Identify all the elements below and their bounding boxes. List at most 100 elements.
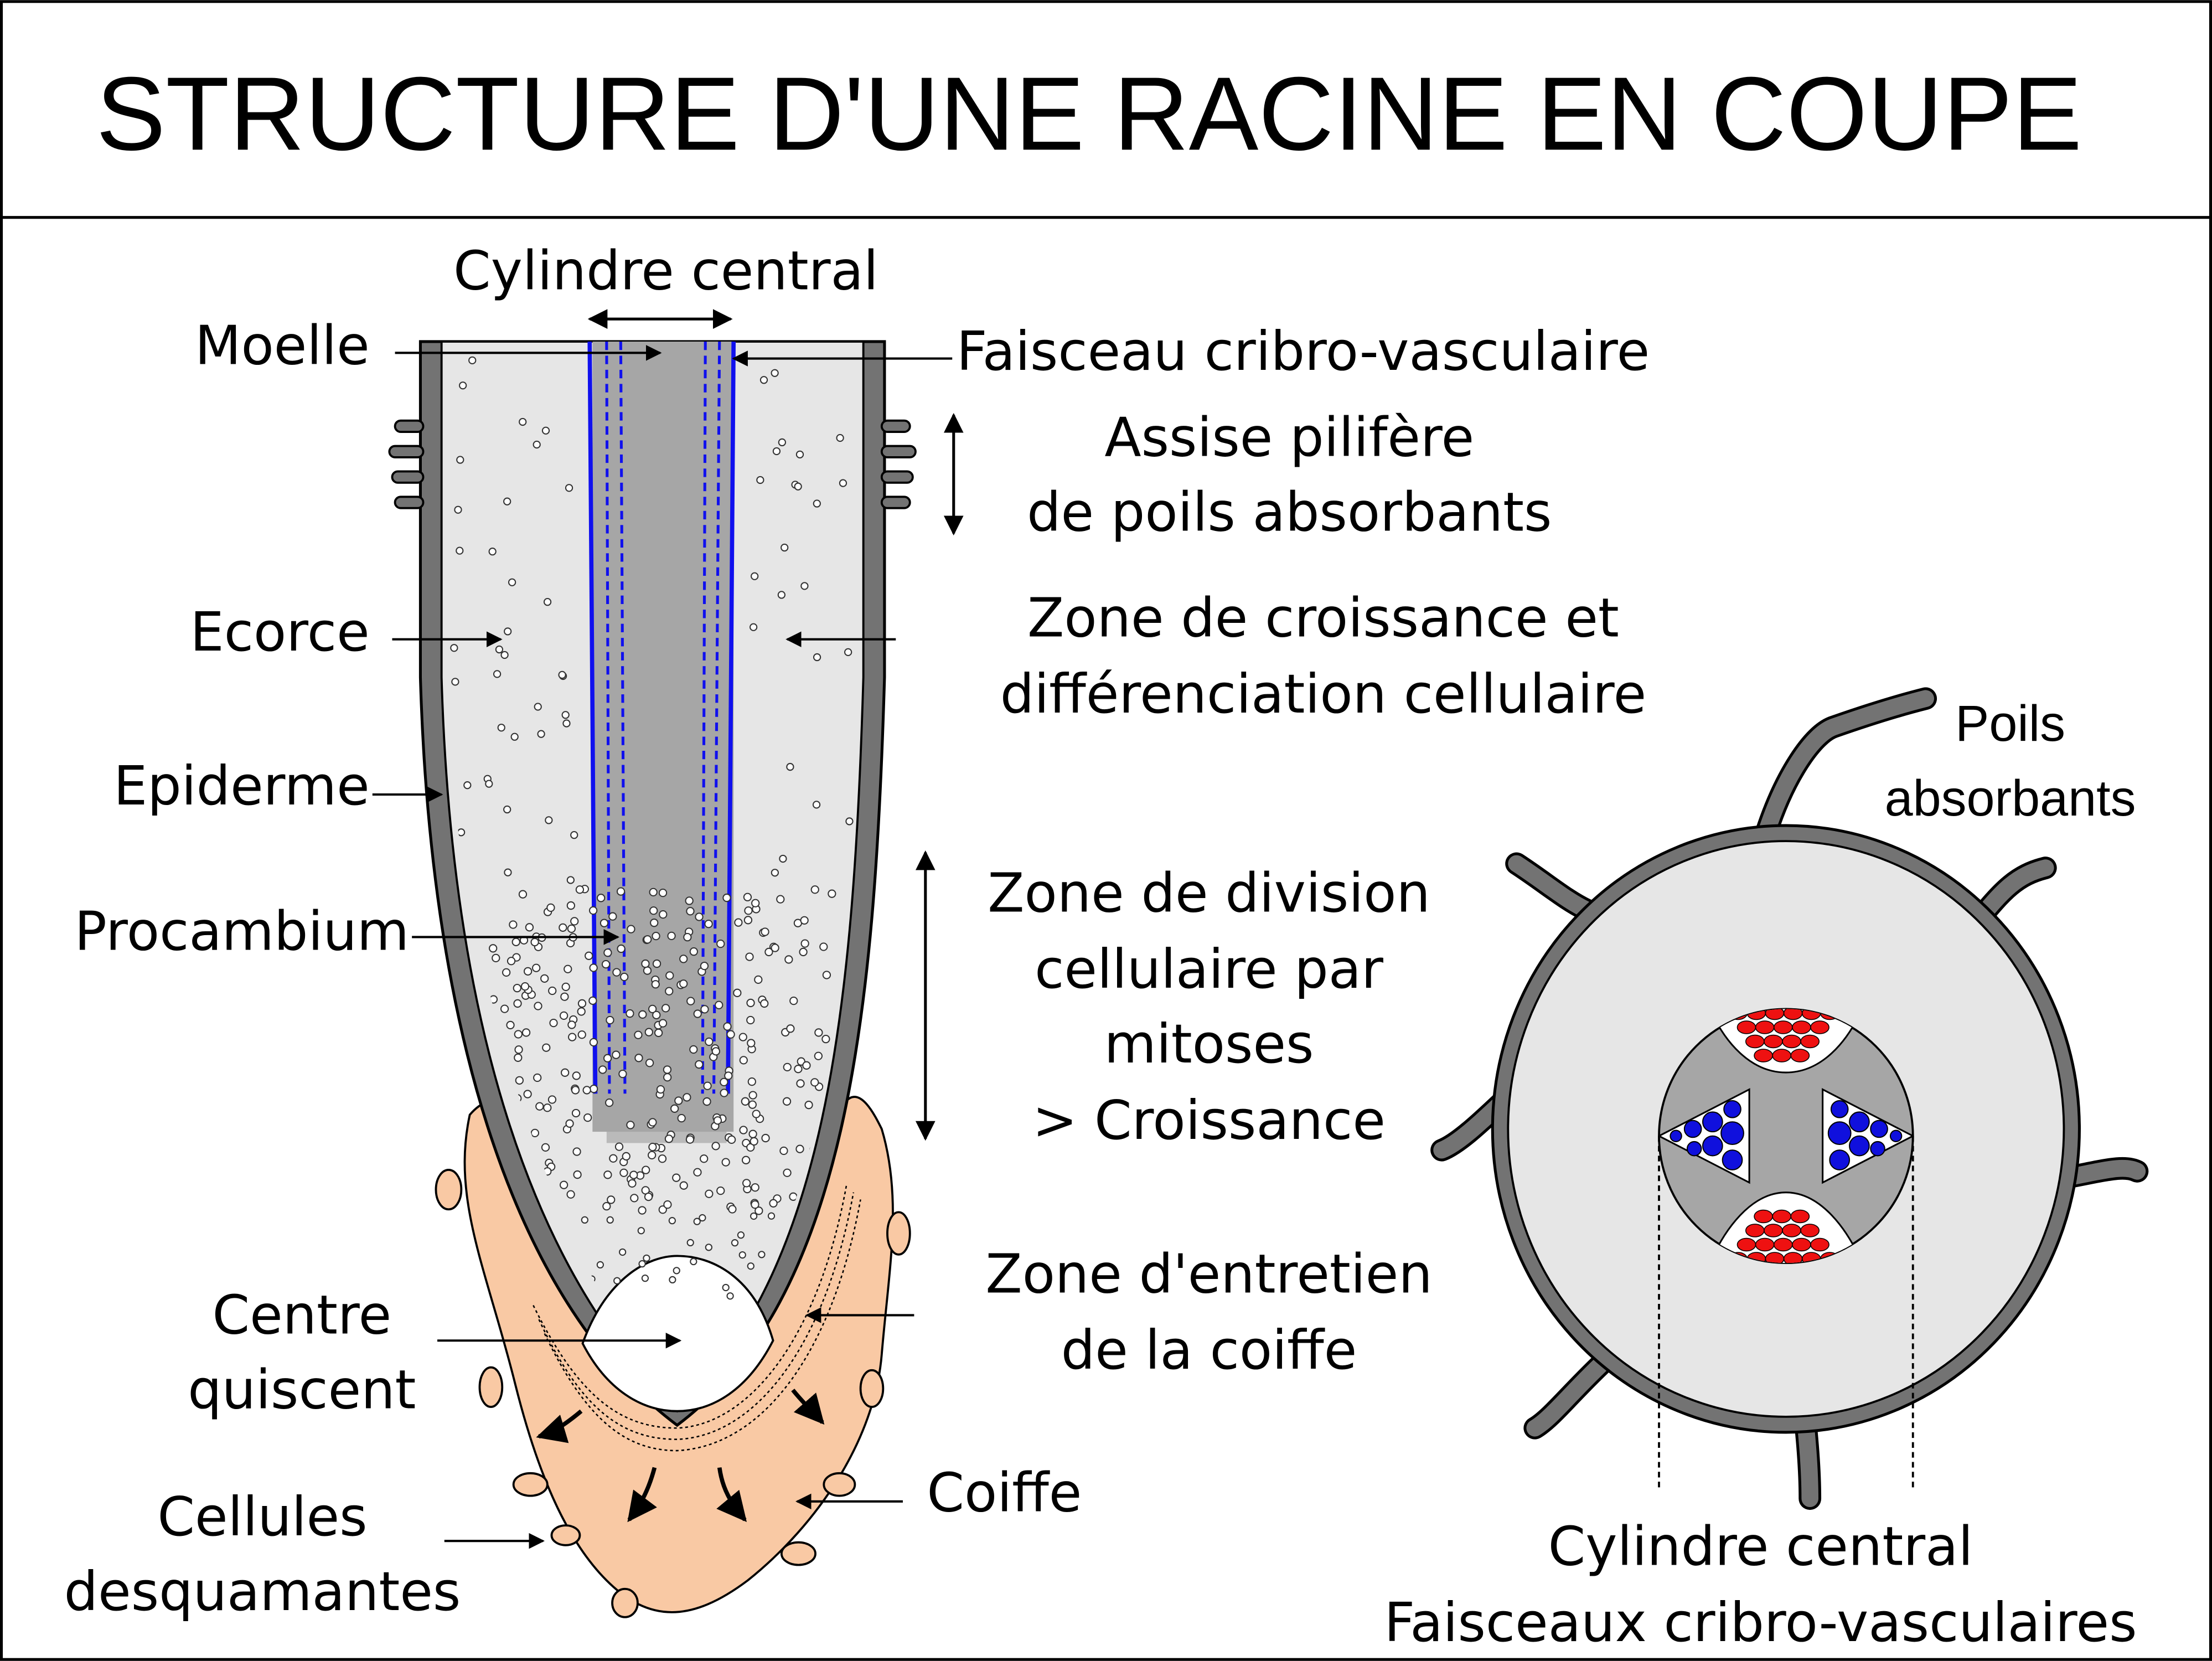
meristem-cell (685, 896, 694, 905)
meristem-cell (705, 1244, 712, 1251)
meristem-cell (814, 1028, 823, 1037)
meristem-cell (704, 920, 713, 928)
meristem-cell (654, 1028, 663, 1038)
meristem-cell (760, 999, 769, 1008)
meristem-cell (727, 1135, 736, 1144)
label-cylindre-central: Cylindre central (453, 240, 878, 302)
meristem-cell (535, 1102, 544, 1111)
meristem-cell (695, 912, 704, 921)
meristem-cell (741, 1156, 751, 1164)
meristem-cell (541, 1143, 550, 1152)
meristem-cell (723, 1022, 732, 1031)
label-division-4: > Croissance (1032, 1089, 1386, 1152)
meristem-cell (521, 1028, 531, 1037)
meristem-cell (665, 971, 674, 980)
meristem-cell (663, 1065, 672, 1074)
meristem-cell (693, 1168, 702, 1177)
meristem-cell (599, 919, 609, 927)
meristem-cell (642, 1165, 650, 1174)
meristem-cell (679, 955, 688, 963)
meristem-cell (564, 964, 572, 973)
phloem-cell (1764, 1034, 1783, 1049)
label-ecorce: Ecorce (190, 601, 370, 663)
meristem-cell (559, 1180, 568, 1189)
meristem-cell (674, 1096, 683, 1105)
label-croissance-1: Zone de croissance et (1027, 587, 1619, 649)
meristem-cell (567, 924, 576, 933)
meristem-cell (618, 1069, 627, 1079)
meristem-cell (634, 1030, 643, 1039)
meristem-cell (546, 903, 555, 912)
label-cellules-2: desquamantes (64, 1560, 461, 1623)
meristem-cell (575, 885, 585, 894)
xylem-vessel (1829, 1149, 1851, 1170)
meristem-cell (693, 1009, 702, 1018)
cortex-cell (450, 644, 458, 652)
meristem-cell (644, 1192, 653, 1201)
xylem-vessel (1722, 1149, 1743, 1170)
meristem-cell (502, 968, 511, 977)
meristem-cell (607, 1195, 616, 1204)
phloem-cell (1755, 1237, 1775, 1252)
labels-right: Faisceau cribro-vasculaire Assise pilifè… (927, 320, 1650, 1524)
meristem-cell (747, 1077, 756, 1086)
meristem-cell (648, 1151, 657, 1160)
phloem-cell (1790, 1209, 1810, 1224)
phloem-cell (1773, 1237, 1793, 1252)
meristem-cell (559, 923, 567, 932)
meristem-cell (703, 1081, 712, 1090)
meristem-cell (751, 1183, 759, 1192)
cortex-cell (795, 450, 804, 458)
meristem-cell (782, 1097, 792, 1106)
meristem-cell (492, 953, 500, 963)
meristem-cell (561, 1068, 570, 1077)
cortex-cell (456, 546, 464, 555)
meristem-cell (814, 1051, 823, 1060)
cortex-cell (839, 479, 847, 487)
meristem-cell (669, 1276, 676, 1284)
meristem-cell (663, 1200, 672, 1209)
meristem-cell (752, 1110, 761, 1118)
meristem-cell (761, 1133, 770, 1143)
label-entretien-2: de la coiffe (1061, 1319, 1357, 1381)
meristem-cell (677, 1113, 686, 1123)
meristem-cell (750, 1137, 758, 1146)
meristem-cell (634, 1054, 643, 1062)
cortex-cell (800, 582, 809, 590)
meristem-cell (747, 1039, 756, 1048)
cortex-cell (845, 817, 854, 826)
cortex-cell (813, 499, 821, 508)
meristem-cell (561, 982, 570, 992)
meristem-cell (588, 996, 597, 1005)
meristem-cell (638, 1206, 647, 1215)
label-cross-2: Faisceaux cribro-vasculaires (1384, 1591, 2137, 1654)
meristem-cell (598, 1065, 607, 1074)
meristem-cell (514, 1045, 523, 1054)
pointer-arrows (372, 345, 964, 1549)
cortex-cell (562, 719, 571, 728)
meristem-cell (559, 1011, 568, 1020)
meristem-cell (514, 1030, 523, 1039)
meristem-cell (628, 1179, 637, 1188)
cortex-cell (561, 711, 570, 719)
xylem-vessel (1849, 1111, 1870, 1133)
phloem-cell (1810, 1237, 1829, 1252)
meristem-cell (670, 1104, 679, 1113)
label-assise-1: Assise pilifère (1104, 406, 1474, 468)
cortex-cell (534, 703, 542, 711)
diagram-title: STRUCTURE D'UNE RACINE EN COUPE (96, 55, 2082, 172)
meristem-cell (532, 963, 541, 972)
meristem-cell (613, 1277, 621, 1285)
meristem-cell (737, 1231, 745, 1239)
meristem-cell (663, 1073, 672, 1082)
cortex-cell (751, 572, 759, 580)
meristem-cell (643, 935, 652, 944)
meristem-cell (748, 1129, 757, 1138)
meristem-cell (761, 927, 769, 936)
meristem-cell (699, 1214, 706, 1222)
cortex-cell (836, 434, 844, 442)
xylem-vessels (1670, 1100, 1903, 1170)
meristem-cell (754, 1206, 763, 1215)
meristem-cell (534, 1002, 542, 1010)
meristem-cell (549, 1018, 558, 1028)
